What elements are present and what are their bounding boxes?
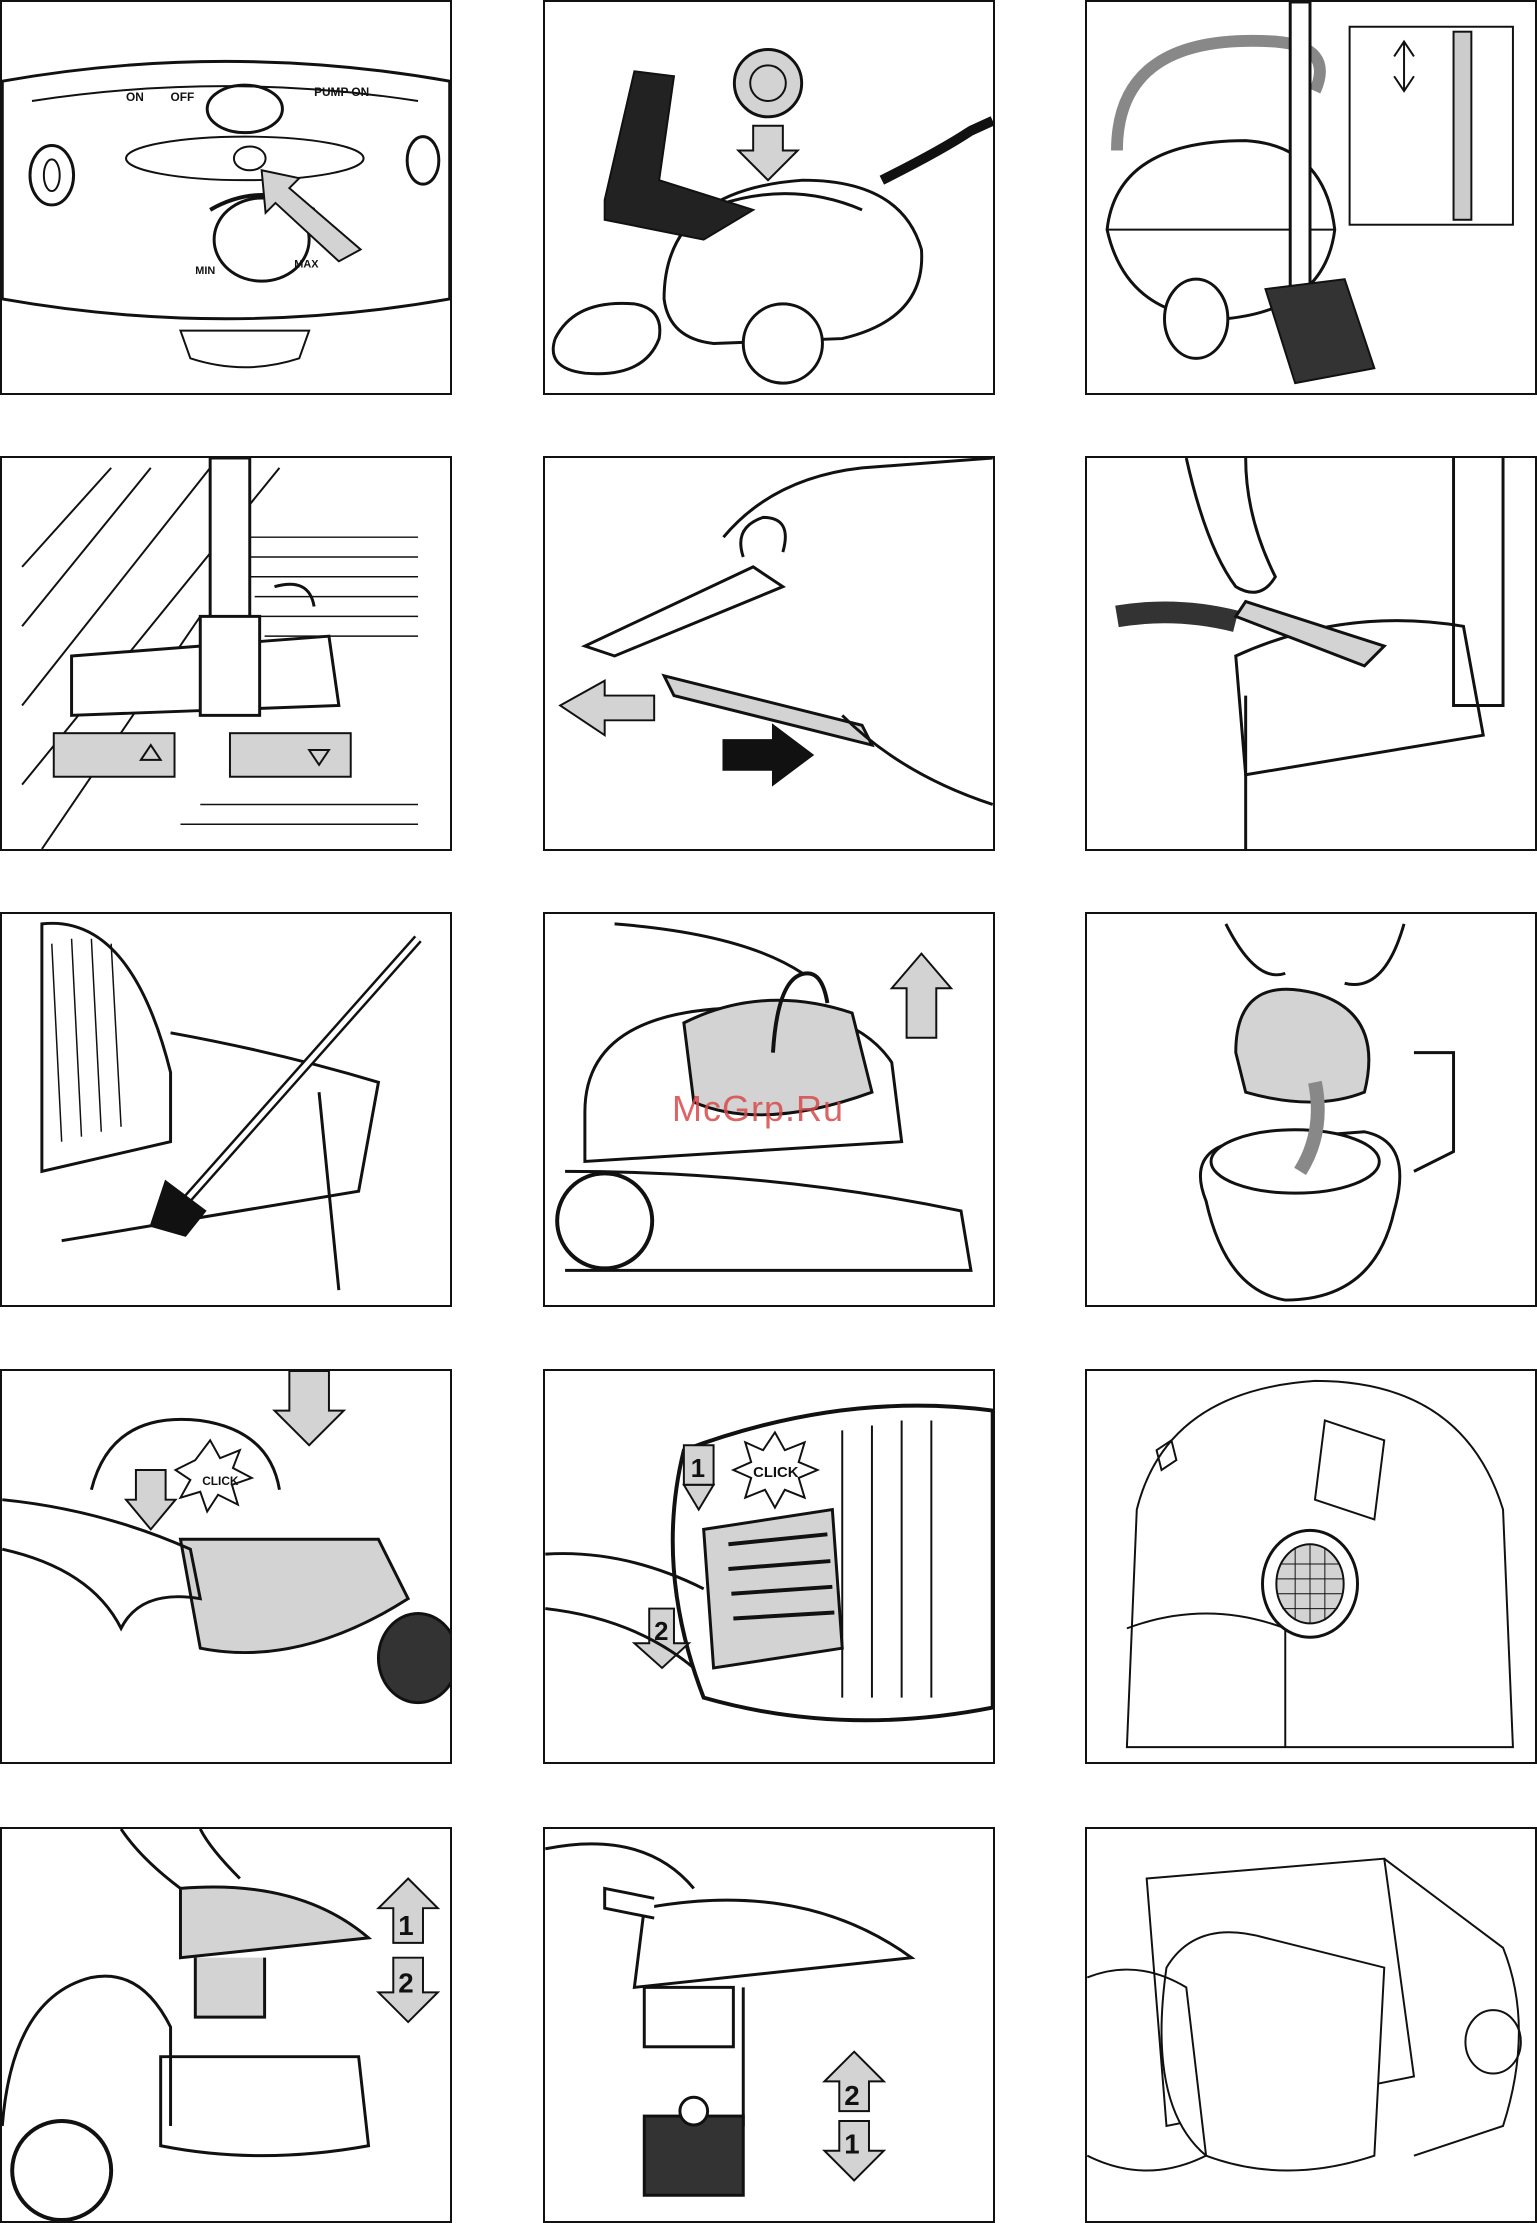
label-step-1: 1 bbox=[844, 2129, 859, 2160]
panel-crevice-nozzle bbox=[0, 912, 452, 1307]
panel-remove-separator: 1 2 bbox=[0, 1827, 452, 2223]
panel-exhaust-filter bbox=[1085, 1827, 1537, 2223]
label-step-2: 2 bbox=[844, 2080, 859, 2111]
panel-filter-cover-click: 1 CLICK 2 bbox=[543, 1369, 995, 1764]
panel-motor-filter-mesh bbox=[1085, 1369, 1537, 1764]
floor-nozzle-illustration bbox=[2, 458, 450, 849]
down-arrow-icon bbox=[738, 126, 797, 180]
panel-insert-tank-click: CLICK bbox=[0, 1369, 452, 1764]
left-arrow-icon bbox=[560, 681, 654, 735]
tube-park-illustration bbox=[1087, 2, 1535, 393]
down-arrow-icon bbox=[684, 1485, 714, 1510]
panel-empty-tank-toilet bbox=[1085, 912, 1537, 1307]
hard-floor-setting-icon bbox=[230, 733, 351, 777]
down-arrow-icon-2 bbox=[126, 1470, 175, 1529]
squeegee-illustration bbox=[545, 458, 993, 849]
label-pump-on: PUMP ON bbox=[314, 85, 369, 99]
up-arrow-icon bbox=[892, 954, 951, 1038]
empty-tank-illustration bbox=[1087, 914, 1535, 1305]
panel-tube-park-position bbox=[1085, 0, 1537, 395]
down-arrow-icon bbox=[275, 1371, 344, 1445]
remove-separator-illustration: 1 2 bbox=[2, 1829, 450, 2221]
label-step-1: 1 bbox=[691, 1455, 705, 1483]
panel-control-panel: ON OFF PUMP ON MIN MAX bbox=[0, 0, 452, 395]
upholstery-illustration bbox=[1087, 458, 1535, 849]
label-min: MIN bbox=[195, 265, 215, 277]
power-button-illustration bbox=[545, 2, 993, 393]
filter-cover-illustration: 1 CLICK 2 bbox=[545, 1371, 993, 1762]
control-panel-illustration: ON OFF PUMP ON MIN MAX bbox=[2, 2, 450, 393]
panel-power-button-foot bbox=[543, 0, 995, 395]
exhaust-filter-illustration bbox=[1087, 1829, 1535, 2221]
label-step-1: 1 bbox=[398, 1910, 413, 1941]
watermark-text: McGrp.Ru bbox=[672, 1088, 844, 1130]
label-off: OFF bbox=[171, 90, 195, 104]
power-icon bbox=[734, 50, 801, 117]
separator-filter-illustration: 2 1 bbox=[545, 1829, 993, 2221]
label-click: CLICK bbox=[202, 1474, 239, 1488]
label-click: CLICK bbox=[753, 1465, 799, 1481]
right-arrow-icon bbox=[723, 725, 812, 784]
panel-squeegee-assembly bbox=[543, 456, 995, 851]
panel-separator-filter: 2 1 bbox=[543, 1827, 995, 2223]
crevice-illustration bbox=[2, 914, 450, 1305]
label-step-2: 2 bbox=[398, 1967, 413, 1998]
label-max: MAX bbox=[294, 258, 319, 270]
panel-upholstery-nozzle bbox=[1085, 456, 1537, 851]
motor-filter-illustration bbox=[1087, 1371, 1535, 1762]
insert-tank-illustration: CLICK bbox=[2, 1371, 450, 1762]
label-on: ON bbox=[126, 90, 144, 104]
panel-floor-nozzle-setting bbox=[0, 456, 452, 851]
